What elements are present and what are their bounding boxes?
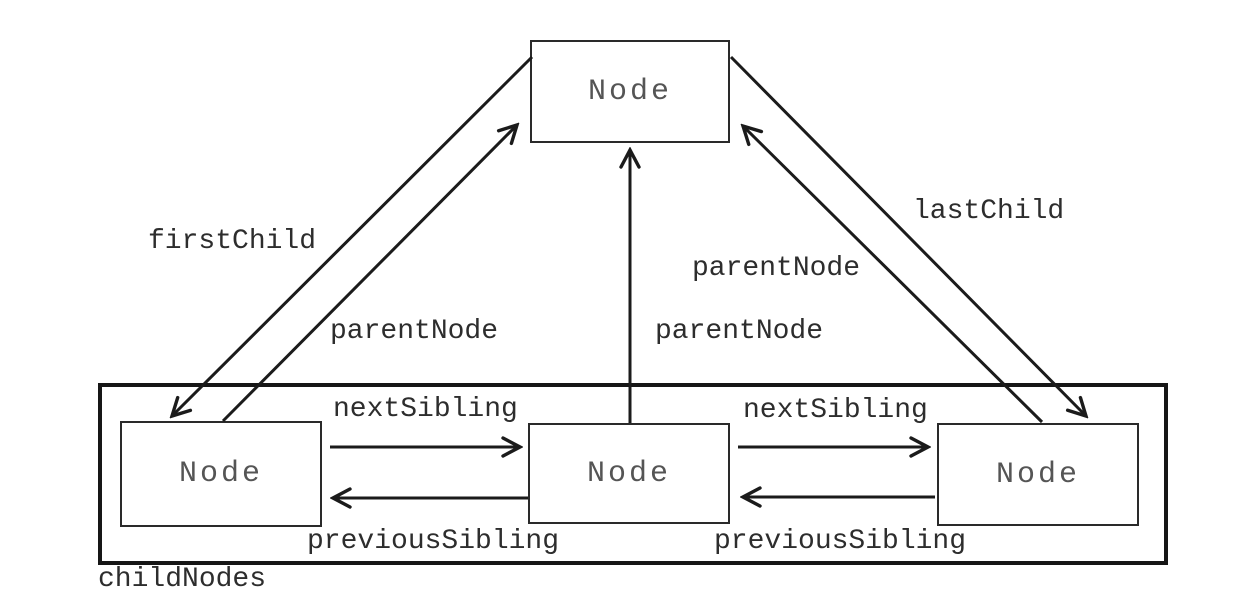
edge-label-next-sibling-1: nextSibling <box>333 394 518 425</box>
container-label-child-nodes: childNodes <box>98 564 267 595</box>
node-label-child-first: Node <box>178 457 263 491</box>
edge-label-parent-node-left: parentNode <box>330 316 499 347</box>
node-box-child-last: Node <box>937 423 1139 526</box>
edge-last-child <box>729 55 1086 416</box>
edge-label-parent-node-center: parentNode <box>655 316 824 347</box>
child-nodes-container-box <box>98 383 1168 565</box>
edge-label-first-child: firstChild <box>148 226 317 257</box>
node-label-parent: Node <box>587 74 672 109</box>
edge-parent-node-left <box>221 125 517 423</box>
node-label-child-middle: Node <box>586 456 671 491</box>
node-box-child-first: Node <box>120 421 322 527</box>
edge-label-previous-sibling-1: previousSibling <box>307 526 560 557</box>
edge-label-last-child: lastChild <box>913 196 1065 227</box>
node-box-child-middle: Node <box>528 423 730 524</box>
edge-label-next-sibling-2: nextSibling <box>743 395 928 426</box>
edge-label-parent-node-right: parentNode <box>692 253 861 284</box>
edge-label-previous-sibling-2: previousSibling <box>714 526 967 557</box>
node-box-parent: Node <box>530 40 730 143</box>
node-label-child-last: Node <box>995 457 1080 492</box>
